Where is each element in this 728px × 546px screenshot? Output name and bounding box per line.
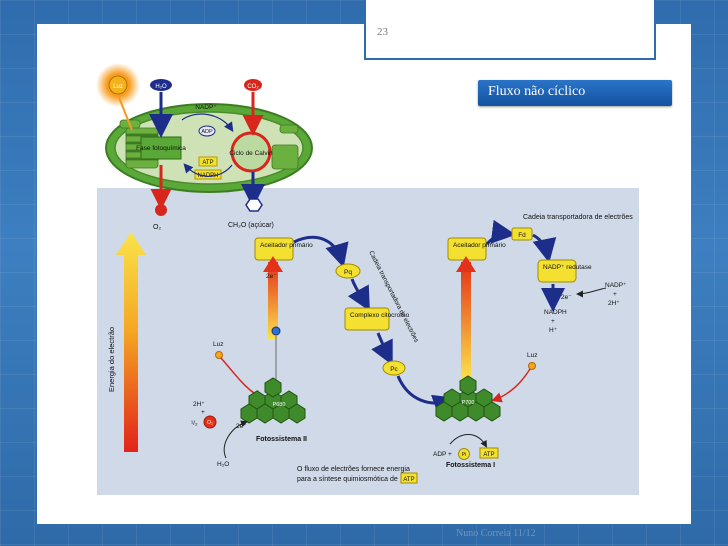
complex-box [344,307,390,331]
o2-small-icon [203,415,217,429]
sun-icon [108,75,128,95]
co2-input-icon [244,79,262,91]
sugar-label: CH₂O (açúcar) [228,222,274,229]
co2-input-label: CO₂ [247,84,259,90]
calvin-label: Ciclo de Calvin [229,150,273,157]
o2-output-icon [155,204,167,216]
fd-label: Fd [518,232,526,239]
pq-carrier [335,263,361,279]
atp-label: ATP [202,160,213,166]
luz-2-label: Luz [527,352,537,359]
nadp-top-label: NADP⁺ [195,104,217,111]
adp-label: ADP [201,129,213,135]
slide-title: Fluxo não cíclico [488,84,586,99]
half-label: ¹/₂ [191,420,198,427]
acceptor-2-label: Aceitador primário [453,242,506,249]
e-reductase-label: 2e⁻ [561,294,572,301]
nadp-reductase-label: NADP⁺ redutase [543,264,592,271]
caption-atp-label: ATP [403,477,414,483]
h2-plus-label: 2H⁺ [193,401,205,408]
pc-carrier [382,360,406,376]
chloroplast-illustration: Luz H₂O CO₂ Fase fotoquímica Ciclo de Ca… [96,63,313,231]
pc-label: Pc [390,366,398,373]
photosystem-1-cluster [435,375,501,422]
p680-electron-icon [271,326,281,336]
fd-box [511,227,533,241]
pi-icon [458,448,470,460]
o2-small-label: O₂ [207,420,213,426]
water-input-label: H₂O [155,84,167,90]
h-out-label: H⁺ [549,327,558,334]
nadp-reductase-box [537,259,577,283]
luz-1-label: Luz [213,341,223,348]
luz-2-icon [528,362,536,370]
nadph-out-label: NADPH [544,309,567,316]
adp-pi-label: ADP + [433,451,452,458]
photosystem-2-cluster [240,377,306,424]
water-label: H₂O [217,461,229,468]
complex-label: Complexo citocromo [350,312,410,319]
caption-line-2: para a síntese quimiosmótica de [297,476,398,483]
energy-axis-label: Energia do electrão [107,327,116,392]
sugar-hexagon-icon [245,198,263,212]
phase-label: Fase fotoquímica [136,145,186,152]
title-tab: Fluxo não cíclico [478,80,672,106]
plus-3-label: + [201,409,205,416]
page-number: 23 [377,26,388,38]
water-input-icon [150,79,172,91]
plus-1-label: + [613,291,617,298]
atp-right-box [479,447,499,459]
o2-output-label: O₂ [153,224,161,231]
h-in-label: 2H⁺ [608,300,620,307]
ps1-label: Fotossistema I [446,462,495,469]
energy-arrow [116,232,146,452]
sun-label: Luz [113,84,123,90]
atp-right-label: ATP [483,452,494,458]
acceptor-1-label: Aceitador primário [260,242,313,249]
chain-title: Cadeia transportadora de electrões [523,214,633,221]
pq-label: Pq [344,269,352,276]
caption-line-1: O fluxo de electrões fornece energia [297,466,410,473]
pi-label: Pi [462,452,466,458]
p700-label: P700 [462,400,475,406]
ps2-label: Fotossistema II [256,436,307,443]
page-number-frame [364,0,656,60]
e-ps2-label: 2e⁻ [266,273,277,280]
p680-label: P680 [273,402,286,408]
slide-footer: Nuno Correia 11/12 [456,528,536,539]
diagram-panel [97,188,639,495]
luz-1-icon [215,351,223,359]
nadp-in-label: NADP⁺ [605,282,627,289]
plus-2-label: + [551,318,555,325]
